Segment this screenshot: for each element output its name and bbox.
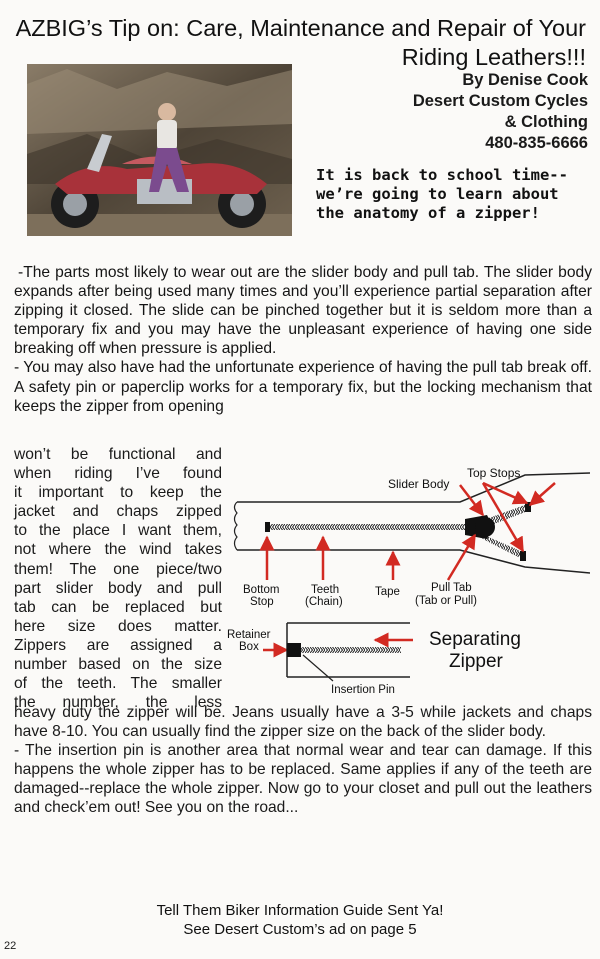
wrap-line: part slider body and pull <box>14 579 222 597</box>
footer-line-2: See Desert Custom’s ad on page 5 <box>183 921 417 938</box>
title-line-2: Riding Leathers!!! <box>401 44 586 70</box>
company-name: Desert Custom Cycles <box>412 92 588 110</box>
wrapped-text-column: won’t be functional and when riding I’ve… <box>14 445 222 712</box>
label-separating: Separating <box>429 629 521 650</box>
label-teeth-2: (Chain) <box>305 596 343 608</box>
motorcycle-rider-image <box>27 64 292 236</box>
separating-zipper-illustration <box>286 622 410 682</box>
paragraph-1: -The parts most likely to wear out are t… <box>14 264 592 358</box>
label-pull-tab: Pull Tab <box>431 582 472 594</box>
label-insertion-pin: Insertion Pin <box>331 684 395 696</box>
paragraph-3: - The insertion pin is another area that… <box>14 742 592 817</box>
wrap-line: Zippers are assigned a <box>14 636 222 654</box>
wrap-line: not where the wind takes <box>14 541 222 559</box>
wrap-line: the number, the less <box>14 694 222 712</box>
wrap-line: won’t be functional and <box>14 446 222 463</box>
callout-line-3: the anatomy of a zipper! <box>316 204 540 222</box>
wrap-line: to the place I want them, <box>14 522 222 540</box>
wrap-line: jacket and chaps zipped <box>14 503 222 521</box>
author-name: By Denise Cook <box>462 71 588 89</box>
label-zipper: Zipper <box>449 651 504 672</box>
paragraph-2: - You may also have had the unfortunate … <box>14 359 592 415</box>
wrap-line: here size does matter. <box>14 617 222 635</box>
wrap-line: of the teeth. The smaller <box>14 675 222 693</box>
annotation-arrows <box>259 481 556 658</box>
label-retainer-box: Retainer <box>227 629 271 641</box>
company-name-2: & Clothing <box>504 113 588 131</box>
callout-line-1: It is back to school time-- <box>316 166 568 184</box>
article-body-bottom: heavy duty the zipper will be. Jeans usu… <box>14 703 592 818</box>
label-tape: Tape <box>375 586 400 598</box>
byline: By Denise Cook Desert Custom Cycles & Cl… <box>413 70 588 154</box>
wrap-line: them! The one piece/two <box>14 560 222 578</box>
zipper-anatomy-diagram: Slider Body Top Stops Bottom Stop Teeth … <box>227 466 590 696</box>
label-top-stops: Top Stops <box>467 466 520 480</box>
paragraph-2-end: heavy duty the zipper will be. Jeans usu… <box>14 704 592 741</box>
wrap-line: when riding I’ve found <box>14 465 222 483</box>
title-line-1: AZBIG’s Tip on: Care, Maintenance and Re… <box>15 15 586 41</box>
motorcycle-photo <box>27 64 292 236</box>
label-bottom-stop-2: Stop <box>250 596 274 608</box>
label-teeth: Teeth <box>311 584 339 596</box>
wrap-line: number based on the size <box>14 656 222 674</box>
callout-line-2: we’re going to learn about <box>316 185 559 203</box>
wrap-line: it important to keep the <box>14 484 222 502</box>
page-number: 22 <box>4 940 17 952</box>
label-pull-tab-2: (Tab or Pull) <box>415 595 477 607</box>
label-slider-body: Slider Body <box>388 477 449 491</box>
footer-line-1: Tell Them Biker Information Guide Sent Y… <box>156 902 444 919</box>
article-body-top: -The parts most likely to wear out are t… <box>14 263 592 416</box>
label-bottom-stop: Bottom <box>243 584 279 596</box>
wrap-line: tab can be replaced but <box>14 598 222 616</box>
callout-text: It is back to school time-- we’re going … <box>316 166 596 223</box>
phone-number: 480-835-6666 <box>485 134 588 152</box>
footer: Tell Them Biker Information Guide Sent Y… <box>0 901 600 939</box>
label-retainer-box-2: Box <box>239 641 259 653</box>
